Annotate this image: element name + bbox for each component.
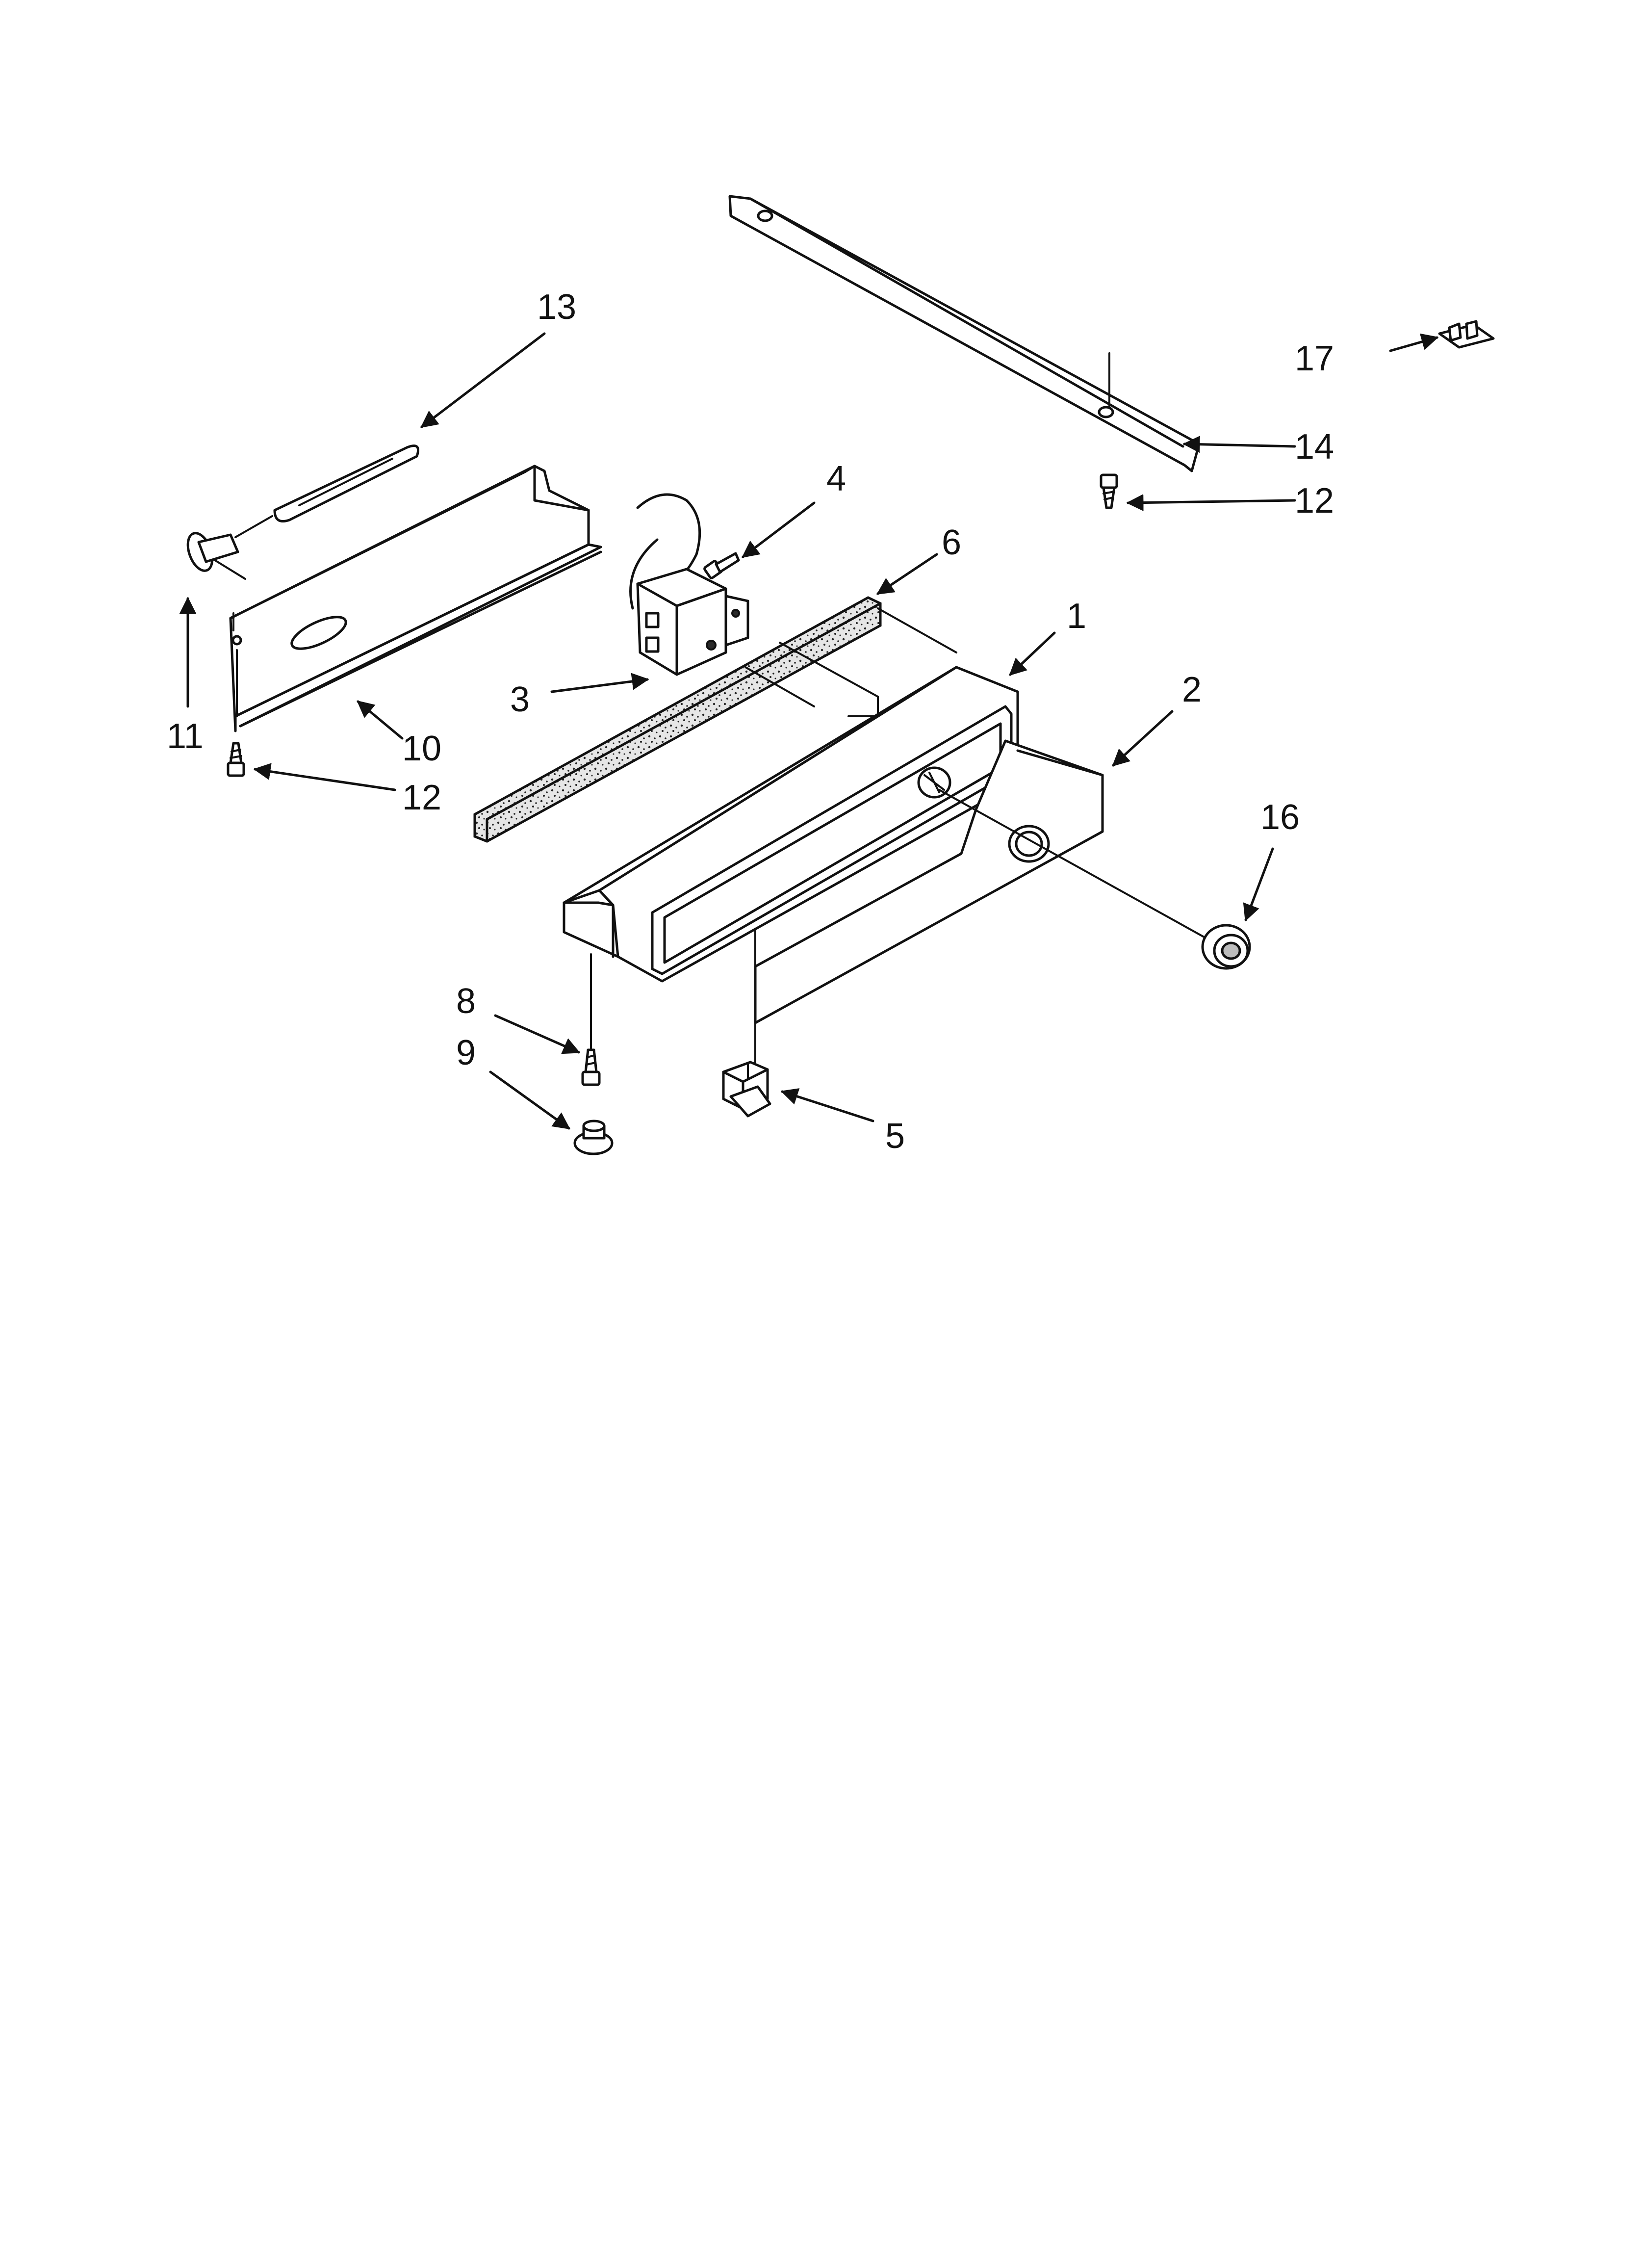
callout-1: 1 [1067,597,1086,636]
callout-14: 14 [1295,427,1334,467]
screw-part-8 [581,953,601,1086]
callout-8: 8 [456,982,476,1021]
screw-part-12-right [1100,473,1118,509]
callout-4: 4 [826,459,846,498]
callout-12-left: 12 [402,778,441,817]
cover-bracket-part-10 [229,465,602,732]
foam-strip-part-6 [473,596,882,843]
clip-part-17 [1438,320,1495,349]
screw-part-12-left [227,742,245,777]
callout-11: 11 [167,717,204,756]
leveling-foot-part-9 [573,1120,614,1155]
knob-part-16 [938,789,1251,970]
mounting-bracket-part-14 [728,195,1201,472]
callout-10: 10 [402,729,441,768]
callout-5: 5 [885,1117,905,1156]
thermostat-part-3 [629,493,749,676]
leader-arrows [179,332,1439,1130]
callout-16: 16 [1260,798,1300,837]
callout-3: 3 [510,680,530,719]
callout-17: 17 [1295,339,1334,378]
control-panel-part-2 [754,739,1104,1066]
control-housing-part-1 [563,666,1019,983]
screw-part-4 [703,552,740,579]
callout-6: 6 [942,523,961,562]
callout-13: 13 [537,287,576,327]
clip-holder-part-11 [186,532,246,580]
callout-2: 2 [1182,670,1202,709]
callout-9: 9 [456,1033,476,1072]
sensor-probe-part-13 [234,444,419,538]
connector-part-5 [722,1061,771,1118]
assembly-guide-lines [744,607,957,717]
callout-12-right: 12 [1295,481,1334,521]
